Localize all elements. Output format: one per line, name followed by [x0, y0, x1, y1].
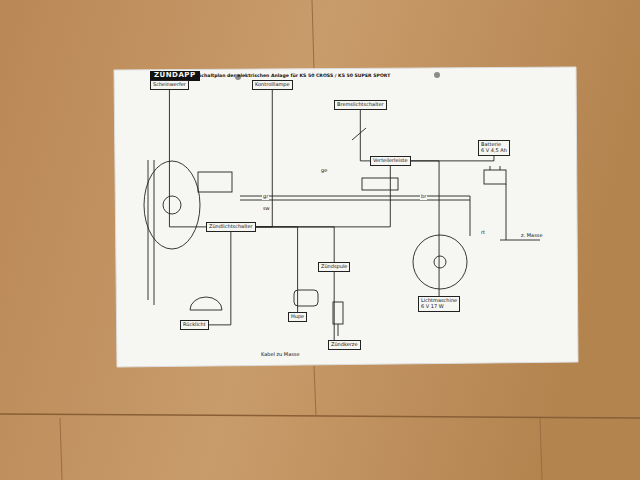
- floor-seam: [0, 414, 640, 418]
- floor-seam: [540, 418, 542, 480]
- lamp-box: Kontrolllampe: [252, 80, 293, 90]
- generator-symbol: [413, 235, 467, 289]
- generator-box: Lichtmaschine6 V 17 W: [418, 296, 460, 312]
- wire: [240, 196, 470, 197]
- part-label: 6 V 17 W: [421, 304, 457, 310]
- ground-note: z. Masse: [520, 233, 543, 239]
- wire-color: rt: [480, 230, 486, 236]
- wire-connector: [256, 166, 391, 227]
- paper-sheet: [114, 67, 578, 367]
- footnote: Kabel zu Masse: [260, 352, 301, 358]
- part-label: Rücklicht: [183, 322, 206, 328]
- plug-box: Zündkerze: [328, 340, 361, 350]
- horn-box: Hupe: [288, 312, 307, 322]
- switch-housing: [198, 172, 232, 192]
- part-label: Zündspule: [321, 264, 347, 270]
- part-label: Zündkerze: [331, 342, 358, 348]
- part-label: Kontrolllampe: [255, 82, 290, 88]
- part-label: Scheinwerfer: [153, 82, 186, 88]
- floor-seam: [312, 0, 314, 70]
- lamp-box: Scheinwerfer: [150, 80, 189, 90]
- wire-connector: [209, 232, 231, 325]
- wire-color: br: [420, 194, 427, 200]
- punch-hole: [434, 72, 440, 78]
- part-label: 6 V 4,5 Ah: [481, 148, 507, 154]
- battery-pole: [500, 166, 501, 170]
- wire: [154, 160, 155, 305]
- switch-box: Bremslichtschalter: [334, 100, 387, 110]
- terminal-strip: [362, 178, 398, 190]
- battery-symbol: [484, 170, 506, 184]
- terminal-box: Verteilerleiste: [370, 156, 411, 166]
- spark-plug-electrode: [338, 324, 339, 336]
- wire-connector: [256, 227, 298, 312]
- taillamp-symbol: [190, 297, 222, 310]
- wire: [470, 196, 471, 236]
- part-label: Zündlichtschalter: [209, 224, 253, 230]
- battery-pole: [490, 166, 491, 170]
- part-label: Bremslichtschalter: [337, 102, 384, 108]
- part-label: Verteilerleiste: [373, 158, 408, 164]
- floor-seam: [314, 366, 316, 415]
- wire-connector: [256, 227, 335, 262]
- generator-rotor: [434, 256, 446, 268]
- floor-seam: [60, 418, 62, 480]
- wire-color: gr: [262, 194, 269, 200]
- wire-color: sw: [262, 206, 271, 212]
- wire-connector: [169, 90, 206, 227]
- switch-box: Zündlichtschalter: [206, 222, 256, 232]
- battery-box: Batterie6 V 4,5 Ah: [478, 140, 510, 156]
- lamp-box: Rücklicht: [180, 320, 209, 330]
- bulb-symbol: [163, 196, 181, 214]
- wire: [506, 184, 507, 240]
- wire-connector: [411, 161, 439, 296]
- wire-connector: [411, 156, 494, 161]
- wire-connector: [256, 90, 273, 227]
- wire-connector: [328, 272, 334, 345]
- headlamp-symbol: [144, 161, 200, 249]
- diagram-title: Schaltplan der elektrischen Anlage für K…: [198, 73, 390, 78]
- wire: [240, 200, 470, 201]
- coil-box: Zündspule: [318, 262, 350, 272]
- switch-lever: [352, 128, 366, 140]
- wire-connector: [360, 110, 370, 161]
- ground-wire: [500, 240, 540, 241]
- part-label: Hupe: [291, 314, 304, 320]
- wire-color: ge: [320, 168, 328, 174]
- wire: [148, 160, 149, 300]
